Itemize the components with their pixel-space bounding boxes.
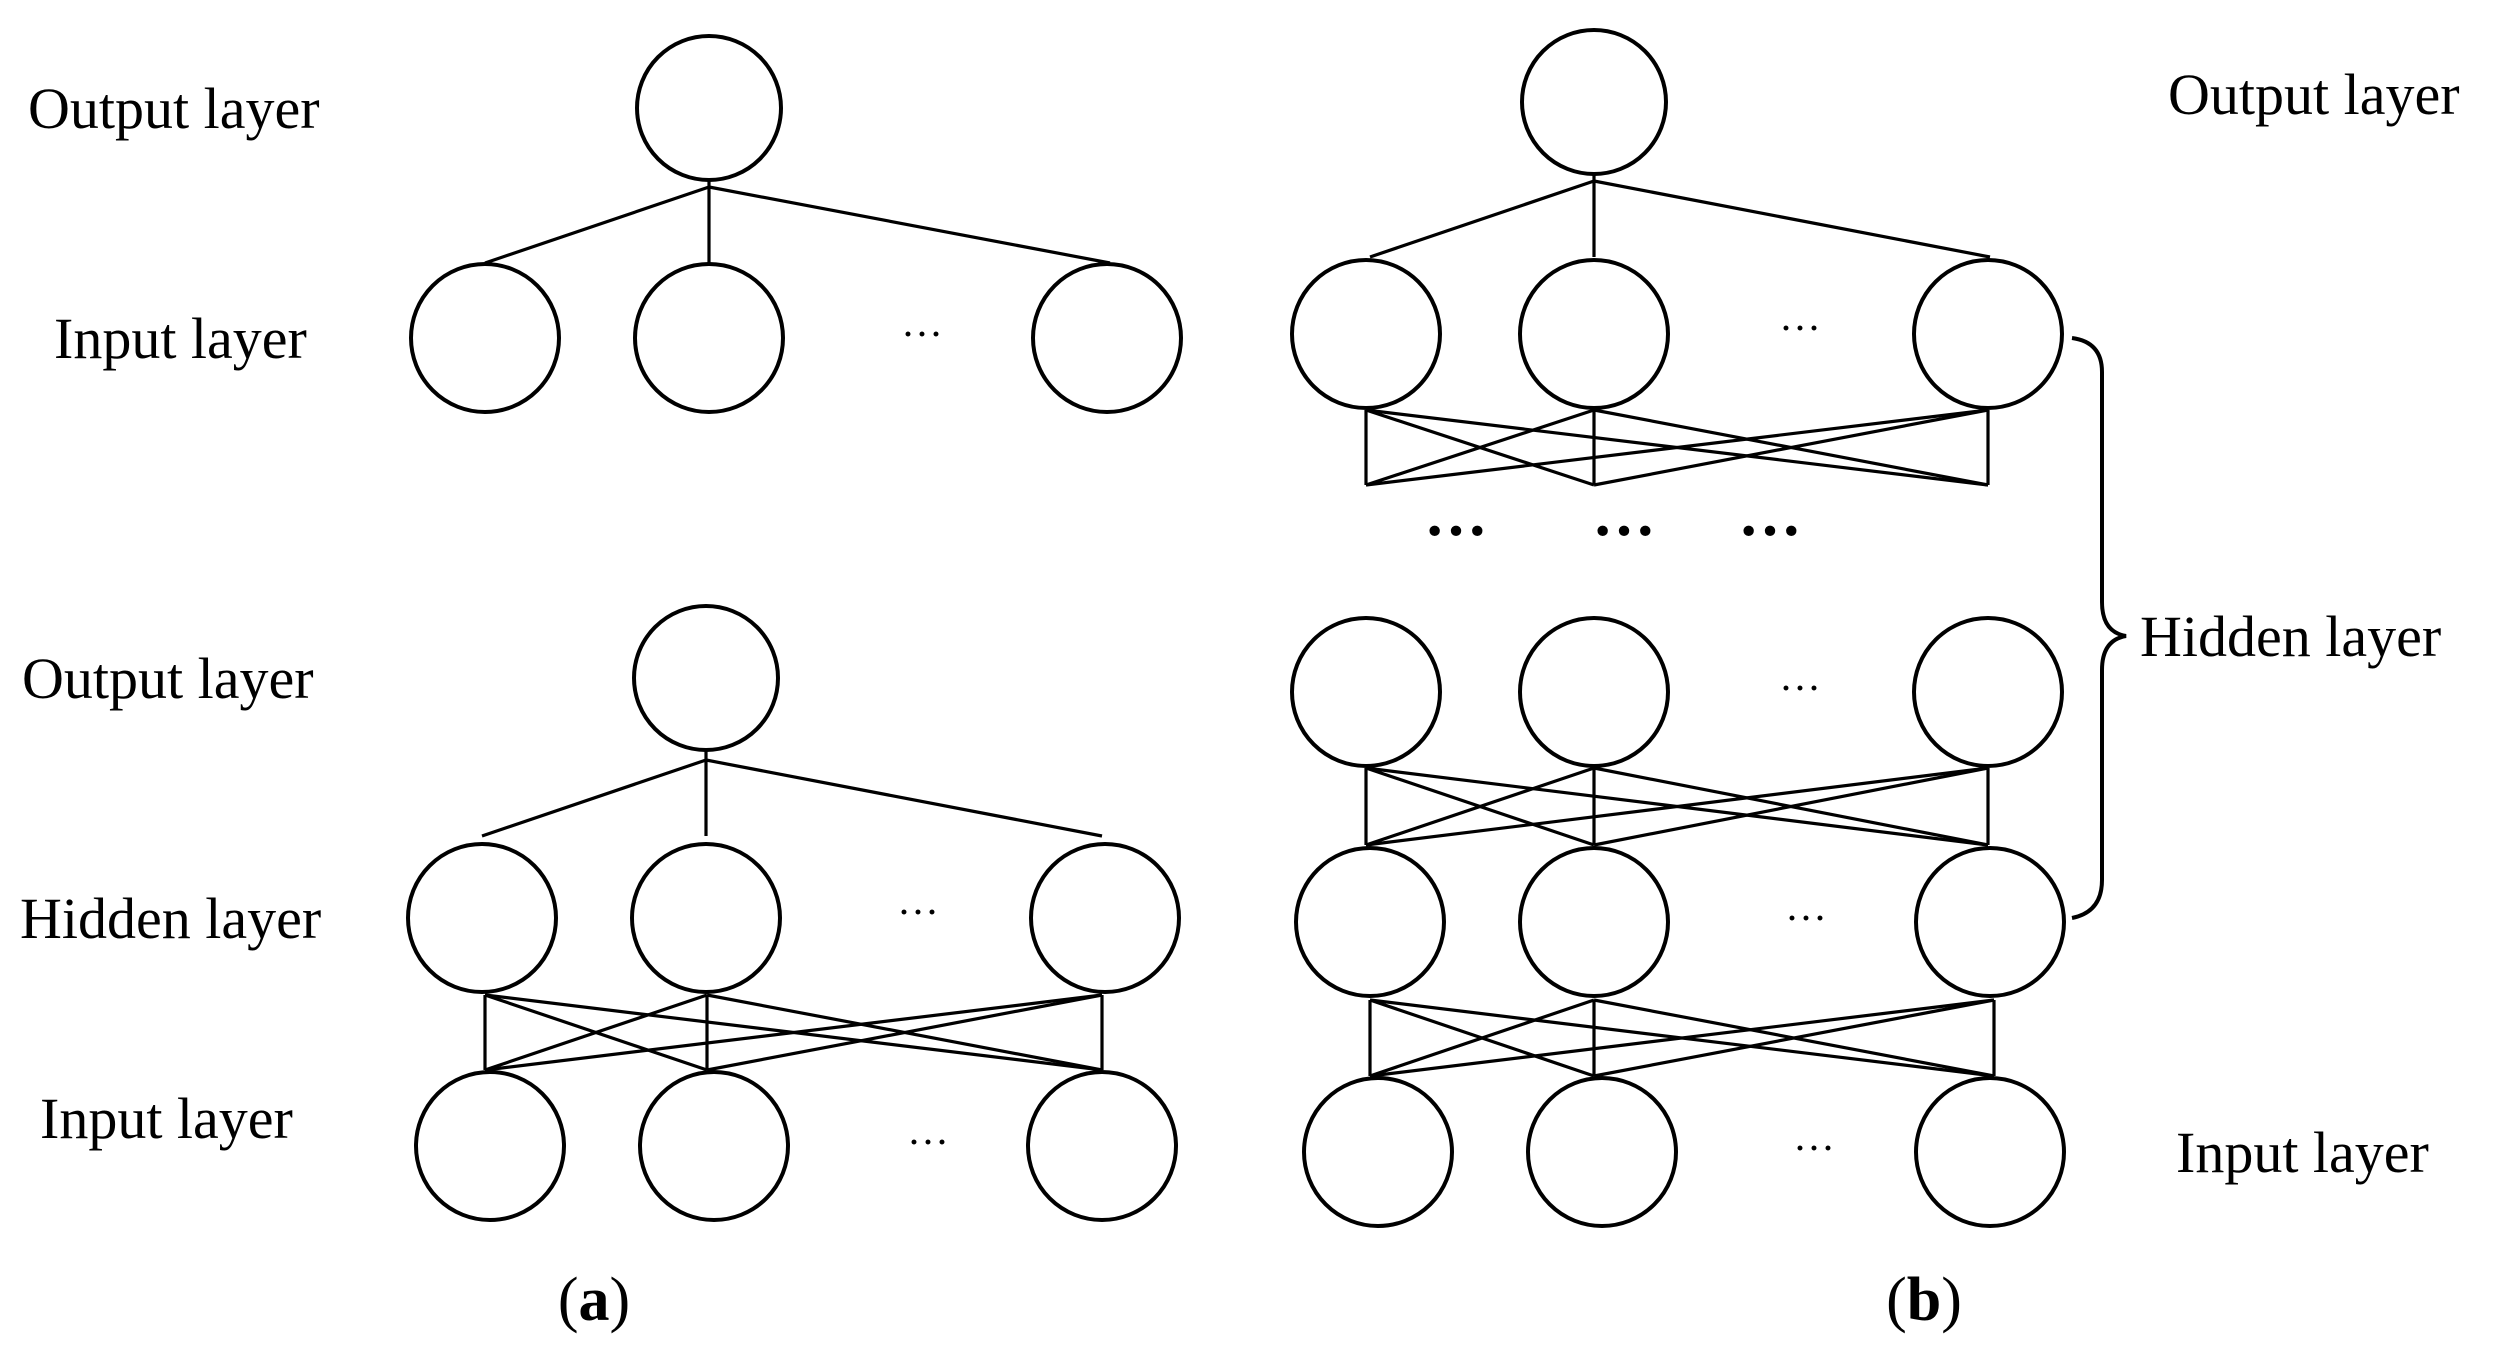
input-node [638,1070,790,1222]
input-node [414,1070,566,1222]
ellipsis: ··· [897,890,939,936]
label-b-hidden: Hidden layer [2140,604,2441,669]
input-node [633,262,785,414]
ellipsis: ··· [901,312,943,358]
input-node [1914,1076,2066,1228]
edge [481,758,707,838]
edge [1365,408,1989,487]
edge [1369,998,1995,1078]
hidden-node [1518,616,1670,768]
label-a-top-output: Output layer [28,76,320,141]
label-a-bottom-output: Output layer [22,646,314,711]
output-node [632,604,780,752]
edge [1365,766,1595,847]
output-node [1520,28,1668,176]
ellipsis-bold: ··· [1738,495,1802,566]
edge [1593,998,1995,1078]
edge [1593,179,1991,259]
edge [1365,766,1989,847]
edge [484,185,710,265]
hidden-node [1518,258,1670,410]
label-a-bottom-hidden: Hidden layer [20,886,321,951]
ellipsis: ··· [907,1120,949,1166]
edge [484,993,708,1072]
label-a-top-input: Input layer [54,306,307,371]
hidden-node [1518,846,1670,998]
panel-a-top-network: ··· [409,34,1183,414]
hidden-node [1290,258,1442,410]
panel-caption-a: (a) [558,1266,630,1334]
panel-b-network: ··· ··· ··· ··· ··· ··· ··· [1290,28,2127,1228]
hidden-node [406,842,558,994]
label-a-bottom-input: Input layer [40,1086,293,1151]
edge [705,758,1103,838]
hidden-node [1912,616,2064,768]
edge [1593,408,1989,487]
input-node [1031,262,1183,414]
panel-a-bottom-network: ··· ··· [406,604,1181,1222]
input-node [1526,1076,1678,1228]
ellipsis: ··· [1779,306,1821,352]
hidden-node [1029,842,1181,994]
input-node [1026,1070,1178,1222]
label-b-input: Input layer [2176,1120,2429,1185]
input-node [1302,1076,1454,1228]
ellipsis-bold: ··· [1424,495,1488,566]
edge [706,993,1103,1072]
output-node [635,34,783,182]
hidden-node [630,842,782,994]
hidden-layer-brace [2071,336,2127,920]
edge [708,185,1111,265]
label-b-output: Output layer [2168,62,2460,127]
edge [1369,179,1595,259]
hidden-node [1914,846,2066,998]
input-node [409,262,561,414]
ellipsis-bold: ··· [1592,495,1656,566]
edge [1369,998,1595,1078]
hidden-node [1912,258,2064,410]
ellipsis: ··· [1793,1126,1835,1172]
edge [484,993,1103,1072]
panel-caption-b: (b) [1886,1266,1962,1334]
ellipsis: ··· [1779,666,1821,712]
ellipsis: ··· [1785,896,1827,942]
edge [1593,766,1989,847]
edge [1365,408,1595,487]
hidden-node [1294,846,1446,998]
hidden-node [1290,616,1442,768]
